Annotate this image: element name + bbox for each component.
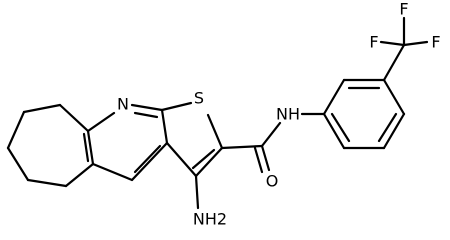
bond [377, 112, 398, 143]
bond [26, 178, 68, 188]
bond [133, 144, 162, 174]
bond [206, 113, 224, 150]
bond [322, 78, 346, 116]
bond [86, 111, 116, 133]
chemical-structure-diagram: N S NH O NH2 F F F [6, 0, 441, 229]
bond [330, 112, 351, 143]
bond [253, 146, 264, 174]
bond [382, 78, 406, 116]
bond-layer [6, 16, 429, 210]
bond [130, 141, 169, 182]
atom-labels: N S NH O NH2 F F F [117, 0, 441, 229]
bond [260, 121, 282, 148]
bond [194, 146, 224, 178]
atom-label-amide-nh: NH [276, 105, 300, 124]
atom-label-f-right: F [431, 33, 440, 52]
bond [322, 112, 346, 150]
bond [160, 108, 169, 145]
atom-label-carbonyl-o: O [266, 172, 279, 191]
atom-label-n: N [117, 95, 129, 114]
atom-label-amino: NH2 [193, 210, 227, 229]
bond [6, 110, 26, 150]
bond [58, 103, 90, 133]
bond [194, 174, 200, 210]
bond [191, 148, 216, 170]
bond [382, 43, 406, 82]
atom-label-f-top: F [399, 0, 408, 19]
bond [402, 40, 429, 47]
bond [160, 101, 193, 112]
atom-label-f-left: F [369, 33, 378, 52]
bond [165, 141, 198, 178]
bond [133, 111, 159, 119]
bond [130, 103, 164, 112]
bond [22, 103, 62, 114]
bond [382, 112, 406, 150]
bond [64, 162, 95, 188]
bond [379, 40, 406, 47]
bond [260, 144, 271, 172]
bond [82, 132, 90, 163]
bond [220, 144, 264, 150]
atom-label-s: S [194, 89, 204, 108]
bond [6, 146, 30, 182]
bond [91, 162, 134, 182]
bond [86, 129, 95, 166]
